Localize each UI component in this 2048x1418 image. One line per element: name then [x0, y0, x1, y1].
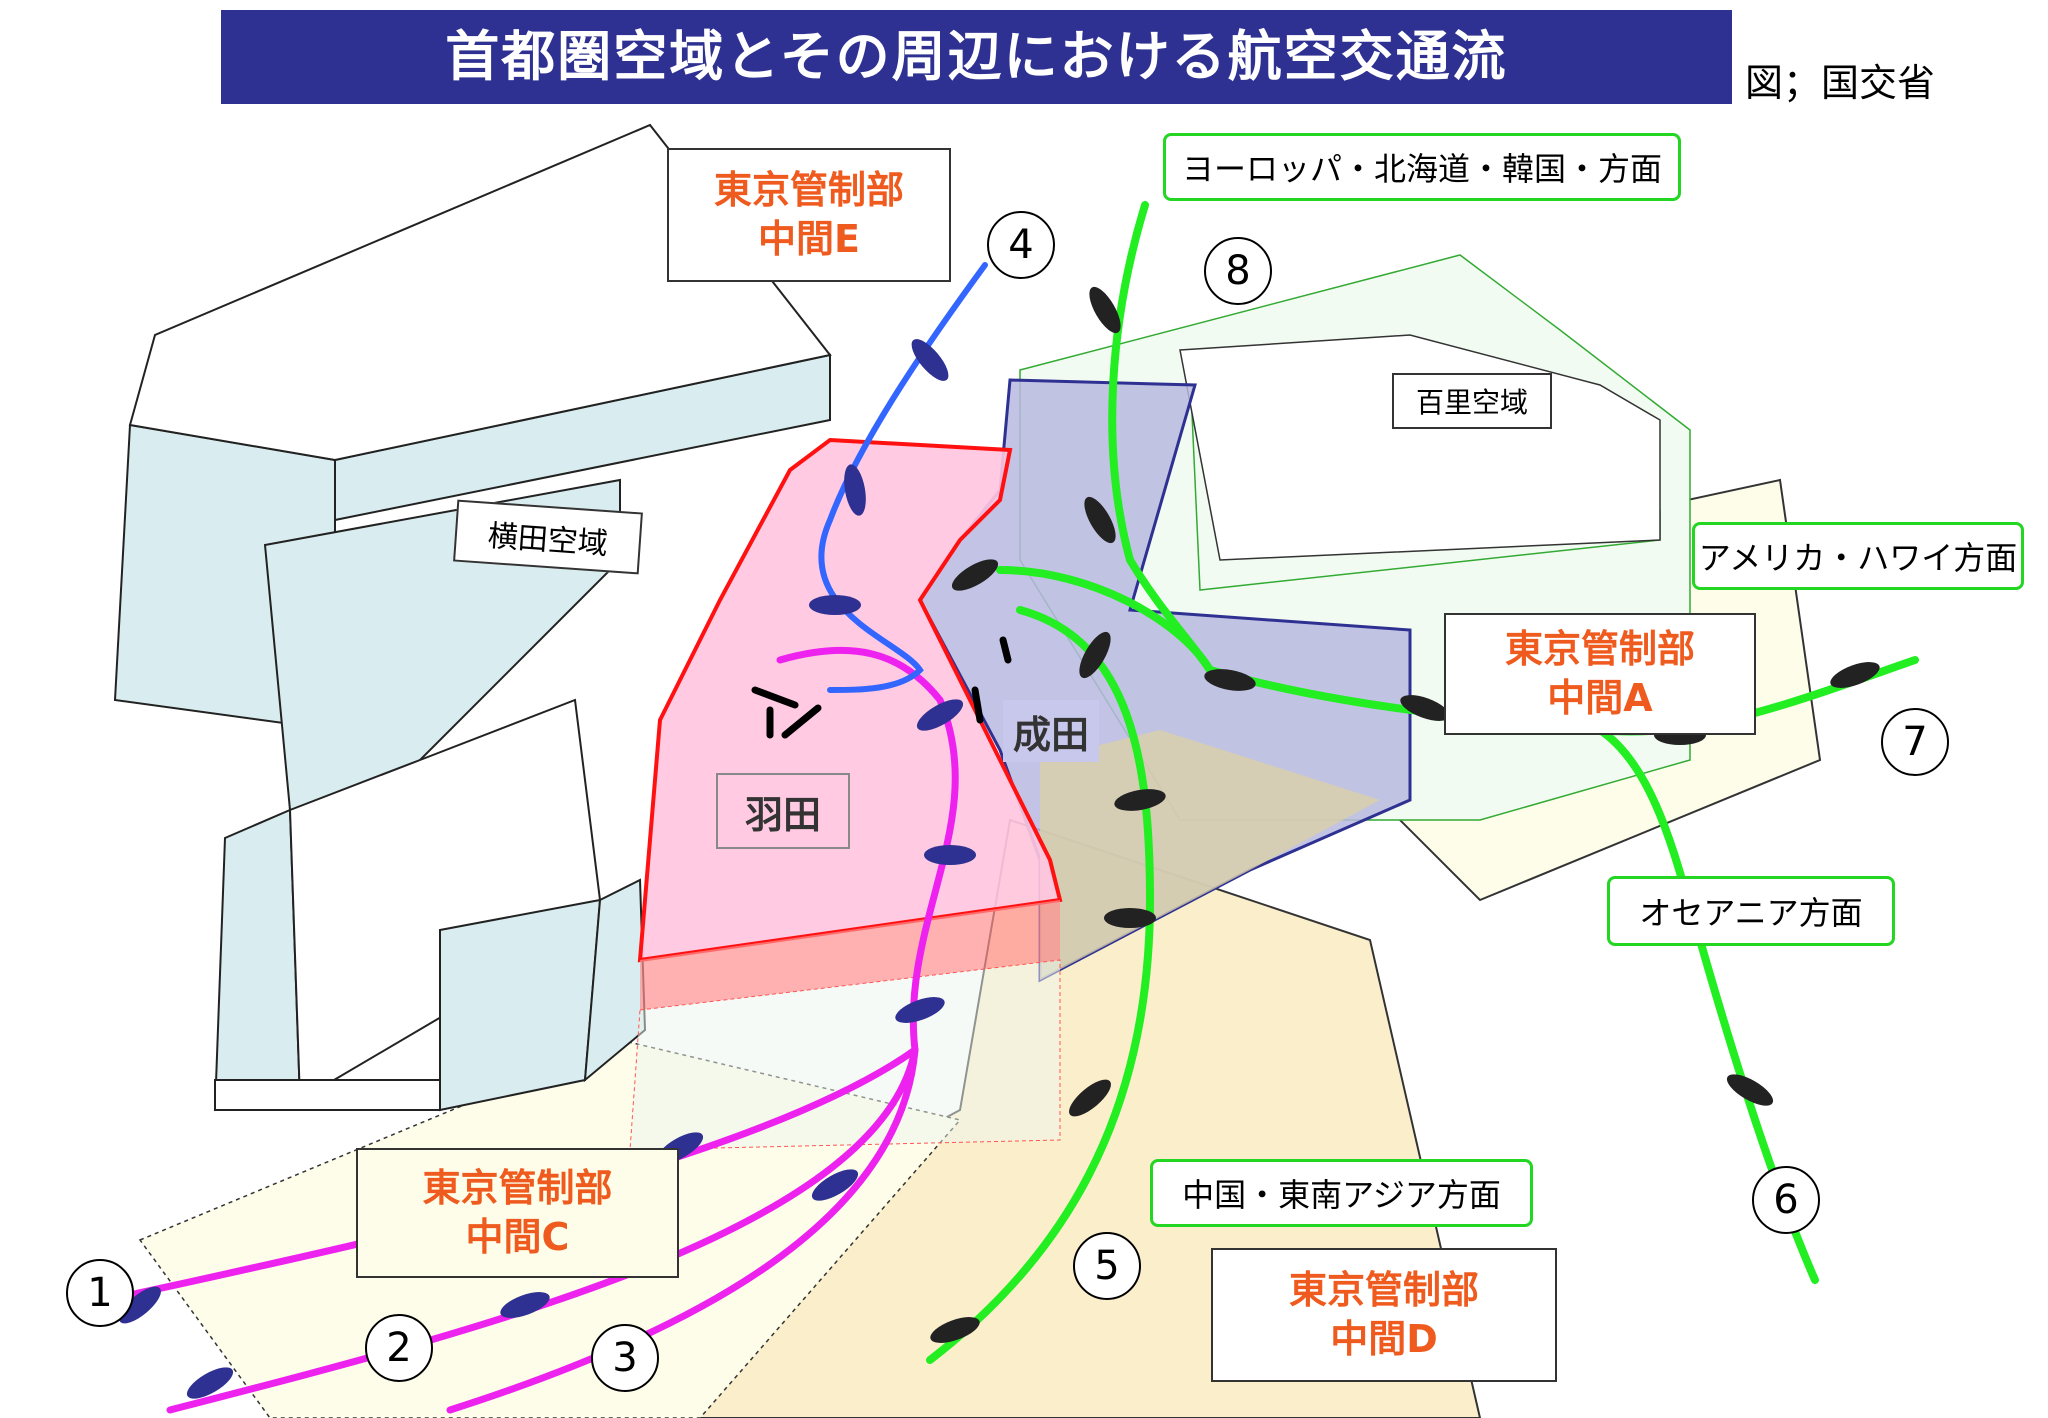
source-credit: 図；国交省: [1745, 61, 1936, 105]
haneda-zone: [637, 437, 1063, 963]
control-sector-a: 東京管制部 中間A: [1444, 613, 1756, 735]
direction-asia: 中国・東南アジア方面: [1150, 1159, 1533, 1227]
route-number-1: 1: [66, 1259, 134, 1327]
control-sector-a-line2: 中間A: [1547, 676, 1653, 720]
control-sector-e: 東京管制部 中間E: [667, 148, 951, 282]
control-sector-a-line1: 東京管制部: [1504, 626, 1695, 671]
blue-route: [818, 262, 988, 693]
direction-oceania: オセアニア方面: [1607, 876, 1895, 946]
title-bar: [221, 10, 1732, 104]
route-number-2: 2: [365, 1314, 433, 1382]
route-number-7: 7: [1881, 708, 1949, 776]
control-sector-d-line1: 東京管制部: [1288, 1267, 1479, 1312]
yokota-label: 横田空域: [453, 499, 643, 575]
route-number-6: 6: [1752, 1166, 1820, 1234]
control-sector-d-line2: 中間D: [1330, 1317, 1438, 1361]
control-sector-c-line1: 東京管制部: [422, 1165, 613, 1210]
direction-america: アメリカ・ハワイ方面: [1692, 522, 2024, 590]
haneda-label: 羽田: [716, 773, 850, 849]
haneda-base: [640, 900, 1060, 1010]
haneda-column: [629, 959, 1061, 1151]
direction-europe: ヨーロッパ・北海道・韓国・方面: [1163, 133, 1681, 201]
route-number-5: 5: [1073, 1232, 1141, 1300]
route-number-3: 3: [591, 1324, 659, 1392]
control-sector-d: 東京管制部 中間D: [1211, 1248, 1557, 1382]
aircraft-icons-dark: [930, 286, 1880, 1343]
narita-label: 成田: [1003, 700, 1099, 762]
control-sector-c-line2: 中間C: [465, 1215, 570, 1259]
hyakuri-label: 百里空域: [1392, 373, 1552, 429]
runway-marks: [751, 636, 1012, 739]
control-sector-e-line1: 東京管制部: [713, 167, 904, 212]
control-sector-c: 東京管制部 中間C: [356, 1148, 679, 1278]
control-sector-e-line2: 中間E: [758, 217, 860, 261]
route-number-8: 8: [1204, 237, 1272, 305]
page-title: 首都圏空域とその周辺における航空交通流: [445, 25, 1508, 88]
route-number-4: 4: [987, 211, 1055, 279]
